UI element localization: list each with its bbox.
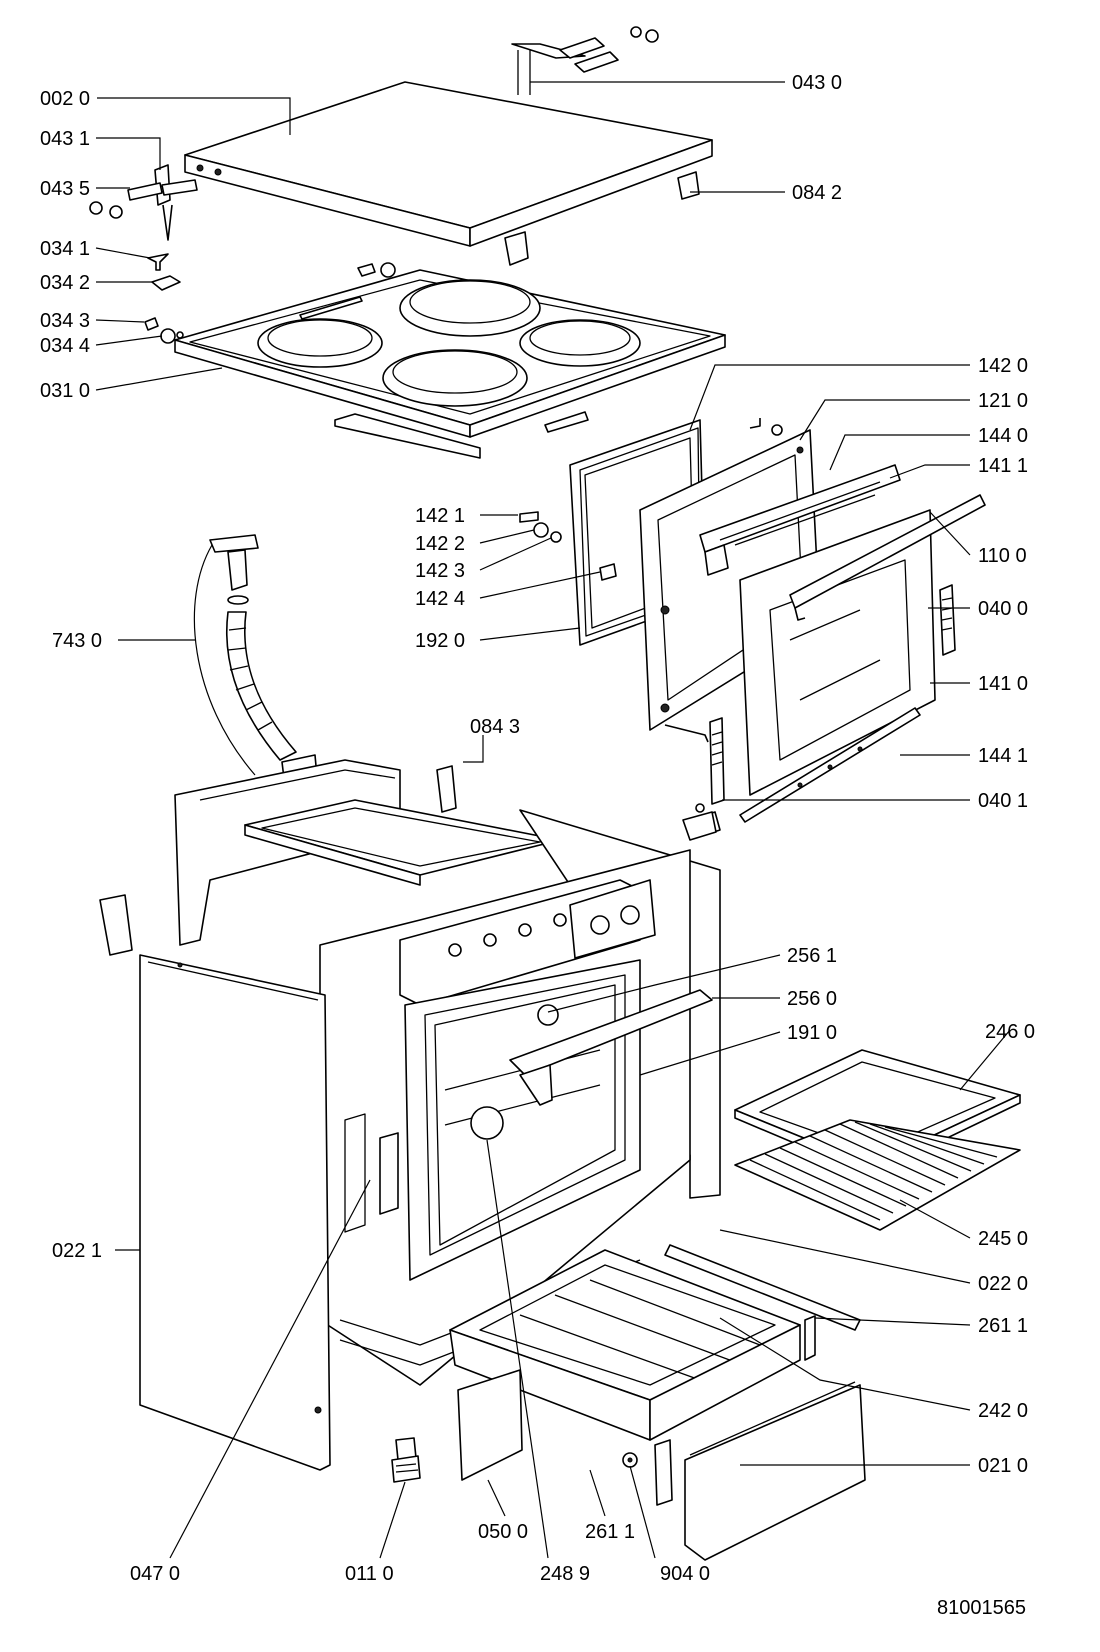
callout-246-0: 246 0 <box>985 1021 1035 1043</box>
callout-121-0: 121 0 <box>978 390 1028 412</box>
callout-743-0: 743 0 <box>52 630 102 652</box>
callout-034-1: 034 1 <box>40 238 90 260</box>
callout-043-1: 043 1 <box>40 128 90 150</box>
callout-144-1: 144 1 <box>978 745 1028 767</box>
door-hinges-040-part <box>664 584 956 805</box>
callout-040-0: 040 0 <box>978 598 1028 620</box>
callout-261-1-bottom: 261 1 <box>585 1521 635 1543</box>
callout-144-0: 144 0 <box>978 425 1028 447</box>
side-panel-022-1-part <box>139 954 331 1471</box>
top-lid-part <box>184 81 713 266</box>
callout-034-3: 034 3 <box>40 310 90 332</box>
callout-142-0: 142 0 <box>978 355 1028 377</box>
door-fasteners-142-part <box>519 511 617 581</box>
screw-904-0-part <box>622 1452 638 1468</box>
callout-256-1: 256 1 <box>787 945 837 967</box>
oven-grid-245-0-part <box>734 1119 1021 1231</box>
drawing-number: 81001565 <box>937 1597 1026 1619</box>
callout-904-0: 904 0 <box>660 1563 710 1585</box>
callout-034-2: 034 2 <box>40 272 90 294</box>
callout-021-0: 021 0 <box>978 1455 1028 1477</box>
door-frame-144-0-part <box>699 464 901 576</box>
callout-142-2: 142 2 <box>415 533 465 555</box>
callout-011-0: 011 0 <box>345 1563 394 1585</box>
door-glass-141-0-part <box>739 509 936 796</box>
callout-245-0: 245 0 <box>978 1228 1028 1250</box>
plinth-021-0-part <box>684 1381 866 1561</box>
callout-022-0: 022 0 <box>978 1273 1028 1295</box>
callout-192-0: 192 0 <box>415 630 465 652</box>
hinge-043-1-part <box>89 164 198 241</box>
callout-256-0: 256 0 <box>787 988 837 1010</box>
callout-142-4: 142 4 <box>415 588 465 610</box>
callout-248-9: 248 9 <box>540 1563 590 1585</box>
hinge-043-0-part <box>511 26 659 95</box>
callout-084-3: 084 3 <box>470 716 520 738</box>
callout-040-1: 040 1 <box>978 790 1028 812</box>
storage-drawer-242-0-part <box>449 1249 816 1506</box>
callout-242-0: 242 0 <box>978 1400 1028 1422</box>
door-handle-110-0-part <box>789 494 986 621</box>
callout-050-0: 050 0 <box>478 1521 528 1543</box>
callout-261-1-right: 261 1 <box>978 1315 1028 1337</box>
callout-047-0: 047 0 <box>130 1563 180 1585</box>
callout-022-1: 022 1 <box>52 1240 102 1262</box>
callout-142-1: 142 1 <box>415 505 465 527</box>
gas-connector-011-0-part <box>391 1437 421 1483</box>
callout-141-1: 141 1 <box>978 455 1028 477</box>
callout-084-2: 084 2 <box>792 182 842 204</box>
callout-043-5: 043 5 <box>40 178 90 200</box>
hob-plate-part <box>174 269 726 459</box>
gas-hose-743-0-part <box>193 534 319 796</box>
callout-043-0: 043 0 <box>792 72 842 94</box>
callout-142-3: 142 3 <box>415 560 465 582</box>
callout-031-0: 031 0 <box>40 380 90 402</box>
callout-034-4: 034 4 <box>40 335 90 357</box>
callout-141-0: 141 0 <box>978 673 1028 695</box>
callout-002-0: 002 0 <box>40 88 90 110</box>
callout-110-0: 110 0 <box>978 545 1027 567</box>
leader-lines <box>95 81 1011 1559</box>
cabinet-body-part <box>99 759 861 1386</box>
callout-labels: 002 0 043 1 043 5 034 1 034 2 034 3 034 … <box>40 72 1035 1619</box>
callout-191-0: 191 0 <box>787 1022 837 1044</box>
front-flap-050-0-part <box>457 1369 523 1481</box>
